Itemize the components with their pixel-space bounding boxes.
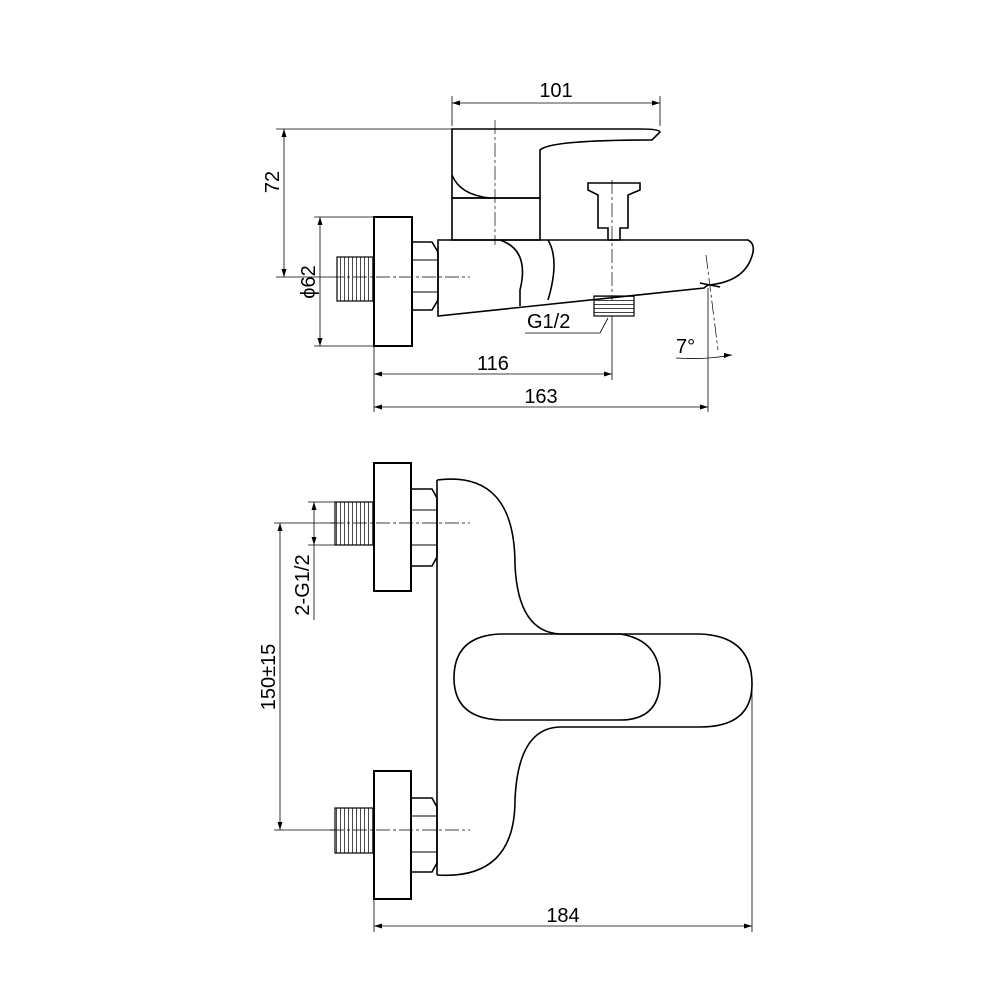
upper-inlet-thread [334, 501, 375, 546]
front-elevation-view: 2-G1/2 150±15 184 [258, 462, 753, 932]
side-elevation-view: 101 72 ϕ62 G1/2 7° 116 16 [262, 80, 755, 412]
upper-flange [373, 462, 412, 592]
cartridge-body [451, 197, 541, 241]
dim-inlet-thread: 2-G1/2 [292, 554, 314, 615]
dim-inlet-spacing: 150±15 [258, 644, 280, 711]
lower-inlet-thread [334, 807, 375, 854]
wall-flange [373, 216, 413, 347]
dim-total-depth: 163 [524, 386, 557, 408]
dim-spout-angle: 7° [676, 336, 695, 358]
lever-cap [453, 633, 661, 721]
diverter-knob [587, 182, 641, 241]
mixer-body [436, 478, 753, 877]
lower-flange [373, 770, 412, 900]
handle-lever [451, 128, 661, 199]
hex-nut [411, 241, 439, 311]
inlet-thread [336, 256, 375, 302]
dim-outlet-distance: 116 [477, 353, 509, 375]
dim-flange-diameter: ϕ62 [298, 265, 320, 298]
dim-handle-length: 101 [539, 80, 572, 102]
dim-height: 72 [262, 171, 284, 193]
dim-outlet-thread: G1/2 [527, 311, 570, 333]
dim-total-width: 184 [546, 905, 579, 927]
outlet-thread [593, 295, 635, 317]
